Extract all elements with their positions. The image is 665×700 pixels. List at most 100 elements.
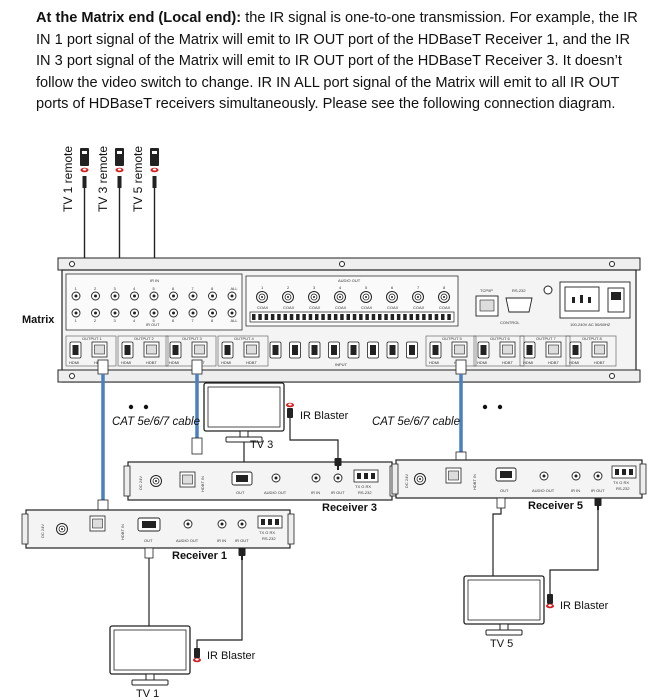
matrix-ir-out-number: ALL [231,318,239,323]
matrix-coax-label: COAX [361,305,373,310]
matrix-output-hdmi-port [69,341,82,359]
matrix-ir-in-number: 2 [94,286,97,291]
matrix-terminal-pin [409,314,413,320]
matrix-output-hdbt-port [451,341,468,358]
matrix-input-hdmi-port [367,341,379,359]
receiver-3: DC 24V HDBT IN OUT AUDIO OUT IR IN IR OU… [123,461,397,501]
matrix-output-box [217,335,269,367]
receiver-1: DC 24V HDBT IN OUT AUDIO OUT IR IN IR OU… [21,509,295,549]
matrix-terminal-pin [258,314,262,320]
matrix-coax-label: COAX [387,305,399,310]
rx5-irout-label: IR OUT [591,488,605,493]
cable-label-left: CAT 5e/6/7 cable [112,416,200,428]
matrix-ir-out-number: 5 [153,318,156,323]
tcpip-label: TCP/IP [480,288,493,293]
matrix-coax-label: COAX [439,305,451,310]
ir-receiver-eye-3 [115,148,124,188]
intro-body: the IR signal is one-to-one transmission… [36,10,638,113]
matrix-ir-in-number: ALL [231,286,239,291]
matrix-output-hdmi-label: HDMI [169,360,179,365]
matrix-terminal-pin [340,314,344,320]
matrix-ir-out-jack [188,308,198,318]
rx3-irin-label: IR IN [311,490,320,495]
matrix-coax-number: 1 [261,285,264,290]
matrix-input-hdmi-port [347,341,360,359]
matrix-input-hdmi-port [269,341,282,359]
tv-3-label: TV 3 [250,439,273,451]
tv-1 [109,625,191,686]
matrix-output-hdmi-port [169,341,182,359]
matrix-output-label: OUTPUT 1 [82,336,102,341]
matrix-terminal-pin [346,314,350,320]
matrix-terminal-pin [384,314,388,320]
matrix-ir-out-jack [71,308,81,318]
matrix-terminal-pin [428,314,432,320]
rx3-audio-label: AUDIO OUT [264,490,287,495]
matrix-ir-out-jack [130,308,139,318]
matrix-ir-out-number: 3 [114,318,117,323]
rx3-irout-label: IR OUT [331,490,345,495]
rx1-irout-label: IR OUT [235,538,249,543]
matrix-coax-number: 2 [287,285,290,290]
matrix-ir-in-label: IR IN [150,278,159,283]
matrix-terminal-pin [447,314,451,320]
matrix-terminal-pin [441,314,445,320]
matrix-output-hdmi-port [221,341,234,359]
matrix-ir-out-number: 6 [172,318,175,323]
matrix-output-box [565,335,617,367]
rs232-label: RS-232 [512,288,526,293]
matrix-ir-out-label: IR OUT [146,322,160,327]
matrix-coax-jack [412,291,424,303]
matrix-input-hdmi-port [308,341,321,359]
matrix-input-hdmi-port [406,341,418,359]
matrix-output-hdbt-label: HDBT [246,360,257,365]
matrix-output-hdmi-port [121,341,134,359]
matrix-output-hdmi-label: HDMI [523,360,533,365]
rx1-txgrx-label: TX G RX [259,530,275,535]
matrix-ir-out-jack [208,308,217,318]
tv-3 [203,382,285,443]
matrix-ir-in-number: 8 [211,286,214,291]
matrix-output-hdbt-label: HDBT [548,360,559,365]
remote-label-3: TV 3 remote [96,146,110,212]
matrix-terminal-pin [359,314,363,320]
matrix-ir-in-jack [149,291,159,301]
matrix-terminal-pin [390,314,395,320]
matrix-output-hdbt-port [545,341,562,358]
matrix-output-hdbt-label: HDBT [502,360,513,365]
matrix-ir-in-jack [110,291,120,301]
matrix-coax-number: 5 [365,285,368,290]
matrix-coax-jack [282,291,294,303]
matrix-coax-jack [256,291,268,303]
matrix-audio-out-label: AUDIO OUT [338,278,361,283]
matrix-ir-out-jack [110,308,120,318]
rx5-hdbt-label: HDBT IN [472,474,477,490]
matrix-output-box [165,335,217,367]
matrix-coax-jack [386,291,398,303]
matrix-ir-in-number: 6 [172,286,175,291]
matrix-output-hdbt-port [143,341,160,358]
rx3-out-label: OUT [236,490,245,495]
matrix-ir-out-jack [149,308,159,318]
matrix-output-label: OUTPUT 4 [234,336,254,341]
rx1-out-label: OUT [144,538,153,543]
control-label: CONTROL [500,320,520,325]
matrix-coax-number: 6 [391,285,394,290]
rx5-dc-label: DC 24V [404,474,409,488]
matrix-ir-in-number: 5 [153,286,156,291]
matrix-ir-in-jack [208,291,217,301]
matrix-terminal-pin [327,314,332,320]
matrix-output-hdmi-label: HDMI [121,360,131,365]
matrix-terminal-pin [365,314,369,320]
matrix-coax-label: COAX [335,305,347,310]
matrix-terminal-pin [321,314,325,320]
matrix-output-hdbt-port [191,341,208,358]
matrix-output-hdbt-port [591,341,608,358]
receiver-1-label: Receiver 1 [172,550,227,562]
matrix-terminal-pin [289,314,294,320]
matrix-output-hdmi-port [523,341,536,359]
ir-receiver-eye-5 [150,148,159,188]
matrix-ir-out-number: 8 [211,318,214,323]
matrix-ir-in-number: 3 [114,286,117,291]
